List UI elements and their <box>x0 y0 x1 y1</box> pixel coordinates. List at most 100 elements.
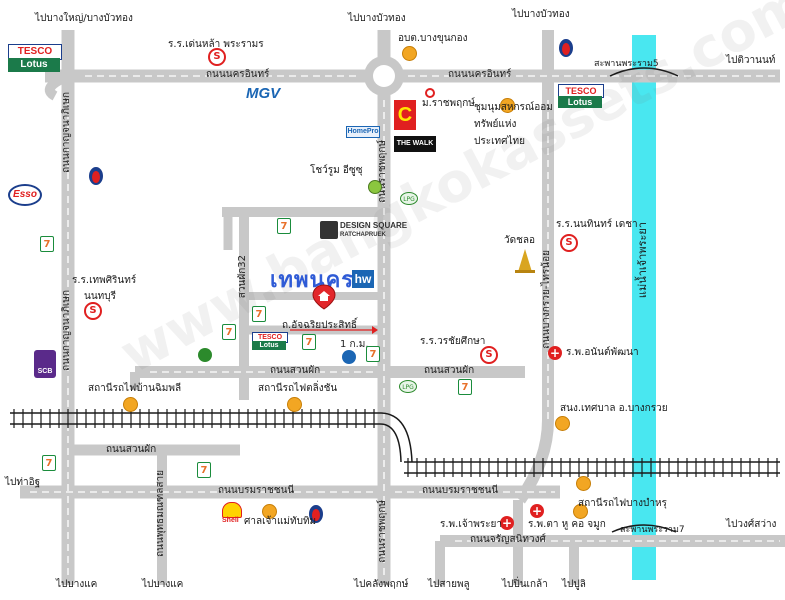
home-marker-icon <box>312 284 336 310</box>
bridge-label-rama5: สะพานพระราม5 <box>594 59 659 69</box>
dir-bottom-1: ไปบางแค <box>56 579 98 590</box>
dir-left-mid: ไปท่าอิฐ <box>5 477 41 488</box>
lpg-station-icon: LPG <box>400 192 418 205</box>
poi-university: ม.ราชพฤกษ์ <box>422 98 475 109</box>
road-label-bangkruai: ถนนบางกรวย-ไทรน้อย <box>541 250 552 349</box>
dir-bottom-2: ไปบางแค <box>142 579 184 590</box>
poi-hospital-anan: ร.พ.อนันต์พัฒนา <box>566 347 639 358</box>
hospital-icon: + <box>530 504 544 518</box>
seven-eleven-icon: 7 <box>458 379 472 395</box>
poi-station-taling-chan: สถานีรถไฟตลิ่งชัน <box>258 383 338 394</box>
road-label-nakhon-in-right: ถนนนครอินทร์ <box>448 69 512 80</box>
road-label-borommaratchachonnani-1: ถนนบรมราชชนนี <box>218 485 295 496</box>
design-square-logo: DESIGN SQUARE <box>340 221 408 230</box>
hw-logo: hw <box>352 270 374 288</box>
seven-eleven-icon: 7 <box>302 334 316 350</box>
isuzu-icon <box>368 180 382 194</box>
poi-dot <box>123 397 138 412</box>
poi-school-tenla: ร.ร.เด่นหล้า พระรามร <box>168 39 264 50</box>
poi-wat-chalo: วัดชลอ <box>504 235 536 246</box>
school-icon: S <box>208 48 226 66</box>
bridge-rama7 <box>611 524 677 533</box>
lotus-logo-small: Lotus <box>252 341 286 350</box>
road-label-kanchana-upper: ถนนกาญจนาภิเษก <box>61 92 72 173</box>
poi-shrine: ศาลเจ้าแม่ทับทิม <box>244 516 317 527</box>
poi-sahakorn: ชุมนุมสหกรณ์ออมทรัพย์แห่งประเทศไทย <box>474 102 553 147</box>
road-label-phutthamonthon: ถนนพุทธมณฑลสาย <box>155 470 166 557</box>
dir-top-left: ไปบางใหญ่/บางบัวทอง <box>35 13 133 24</box>
dir-top-mid: ไปบางบัวทอง <box>348 13 406 24</box>
lpg-station-icon: LPG <box>399 380 417 393</box>
poi-dot <box>555 416 570 431</box>
poi-station-bang-bamru: สถานีรถไฟบางบำหรุ <box>578 498 667 509</box>
poi-dot <box>402 46 417 61</box>
design-square-sub: RATCHAPRUEK <box>340 232 386 238</box>
poi-amphoe: อบต.บางขุนกอง <box>398 33 468 44</box>
poi-dot <box>573 504 588 519</box>
seven-eleven-icon: 7 <box>222 324 236 340</box>
poi-school-worachon: ร.ร.วรชัยศึกษา <box>420 336 486 347</box>
mgv-logo: MGV <box>246 85 281 102</box>
railway <box>10 412 780 474</box>
hospital-icon: + <box>500 516 514 530</box>
poi-dot <box>576 476 591 491</box>
seven-eleven-icon: 7 <box>197 462 211 478</box>
road-label-borommaratchachonnani-2: ถนนบรมราชชนนี <box>422 485 499 496</box>
seven-eleven-icon: 7 <box>40 236 54 252</box>
poi-school-nonthin: ร.ร.นนทินทร์ เดชา <box>556 219 638 230</box>
bridge-rama5 <box>609 67 679 77</box>
dir-top-right: ไปบางบัวทอง <box>512 9 570 20</box>
dir-right-lower: ไปวงศ์สว่าง <box>726 519 777 530</box>
shell-icon <box>222 502 242 518</box>
river <box>632 35 656 580</box>
poi-dot <box>262 504 277 519</box>
ptt-fuel-icon <box>309 505 323 523</box>
seven-eleven-icon: 7 <box>366 346 380 362</box>
dir-bottom-5: ไปปิ่นเกล้า <box>502 579 548 590</box>
bigc-logo: C <box>394 100 416 130</box>
bridge-label-rama7: สะพานพระราม7 <box>620 525 685 535</box>
lotus-logo-left: Lotus <box>8 58 60 72</box>
road-label-achariya: ถ.อัจฉริยประสิทธิ์ <box>282 320 358 331</box>
design-square-icon <box>320 221 338 239</box>
poi-dot <box>287 397 302 412</box>
poi-nonthaburi: นนทบุรี <box>84 291 116 302</box>
hospital-icon: + <box>548 346 562 360</box>
road-label-ratchaphruek-lower: ถนนราชพฤกษ์ <box>377 500 388 563</box>
road-label-ratchaphruek-upper: ถนนราชพฤกษ์ <box>377 140 388 203</box>
road-label-nakhon-in-left: ถนนนครอินทร์ <box>206 69 270 80</box>
poi-dot <box>500 98 515 113</box>
road-label-distance: 1 ก.ม. <box>340 339 369 350</box>
river-label: แม่น้ำเจ้าพระยา <box>636 222 649 299</box>
water-icon <box>342 350 356 364</box>
lotus-logo-right: Lotus <box>558 96 602 108</box>
homepro-logo: HomePro <box>346 126 380 138</box>
road-label-suanphak-mid: ถนนสวนผัก <box>270 365 321 376</box>
thewalk-logo: THE WALK <box>394 136 436 152</box>
school-icon: S <box>560 234 578 252</box>
dir-bottom-6: ไปปูลิ <box>562 579 586 590</box>
temple-icon <box>515 249 535 273</box>
poi-school-thepsirin: ร.ร.เทพศิรินทร์ <box>72 275 137 286</box>
seven-eleven-icon: 7 <box>42 455 56 471</box>
bank-icon <box>198 348 212 362</box>
dir-right-upper: ไปติวานนท์ <box>726 55 776 66</box>
road-label-kanchana-lower: ถนนกาญจนาภิเษก <box>61 290 72 371</box>
scb-logo: SCB <box>34 350 56 378</box>
ptt-fuel-icon <box>559 39 573 57</box>
school-icon: S <box>480 346 498 364</box>
poi-station-ban-chimphli: สถานีรถไฟบ้านฉิมพลี <box>88 383 182 394</box>
road-label-charan: ถนนจรัญสนิทวงศ์ <box>470 534 546 545</box>
poi-isuzu: โชว์รูม อีซูซุ <box>310 165 363 176</box>
esso-logo: Esso <box>8 184 42 206</box>
project-title: เทพนคร <box>270 268 355 293</box>
road-label-suanphak-left: ถนนสวนผัก <box>106 444 157 455</box>
road-label-suanphak-right: ถนนสวนผัก <box>424 365 475 376</box>
poi-bang-kruai-office: สนง.เทศบาล อ.บางกรวย <box>560 403 668 414</box>
dir-bottom-4: ไปสายพลู <box>428 579 470 590</box>
poi-hospital-chaophraya: ร.พ.เจ้าพระยา <box>440 519 503 530</box>
shell-logo: Shell <box>222 517 239 524</box>
university-icon <box>425 88 435 98</box>
